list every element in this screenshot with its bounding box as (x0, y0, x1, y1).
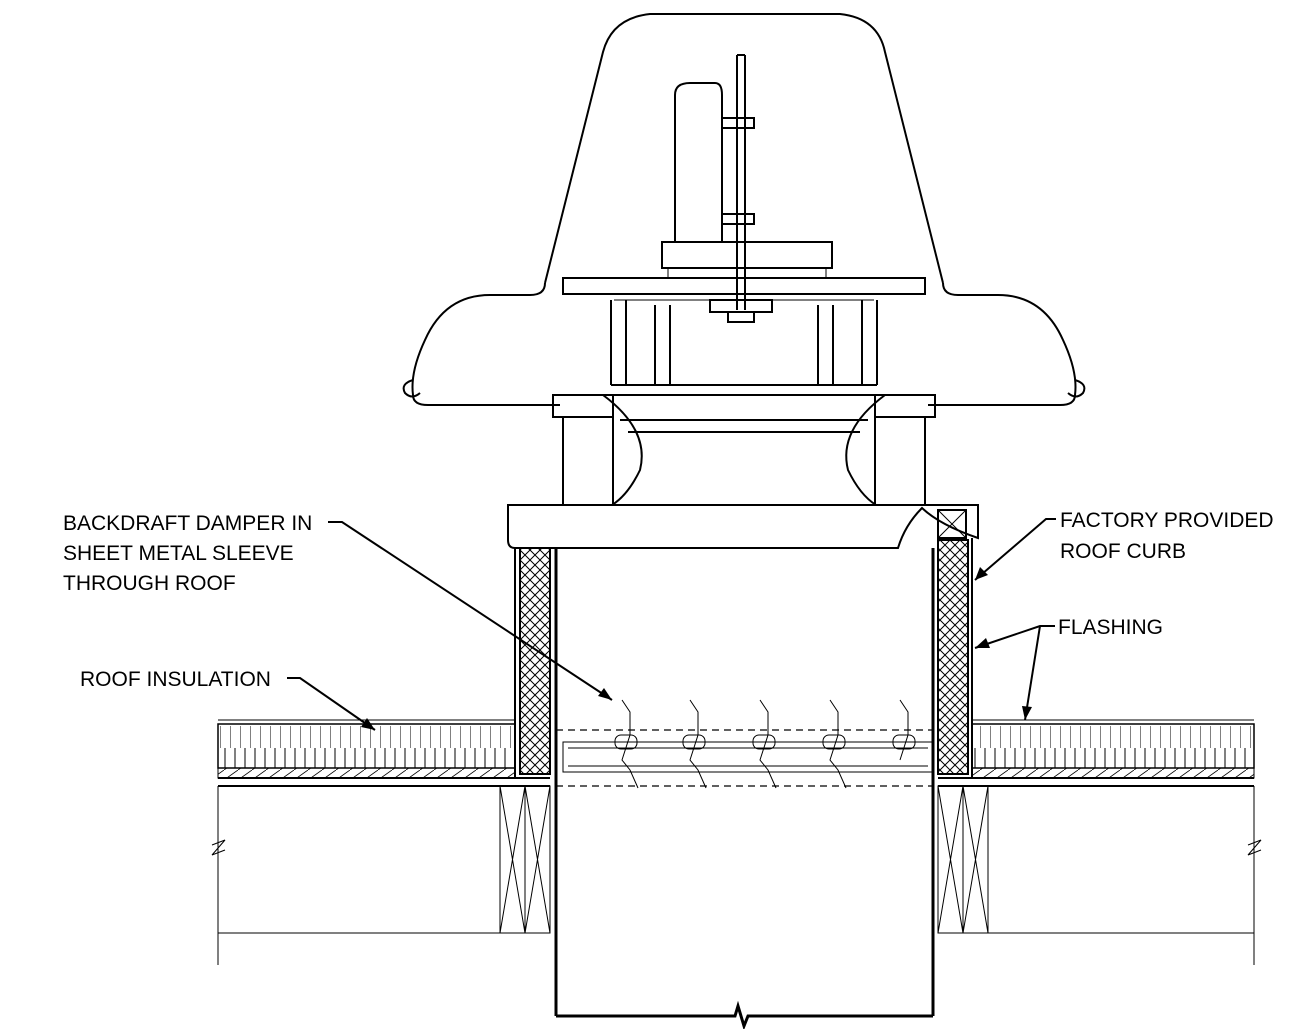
fan-base-plate (507, 504, 979, 549)
damper-blade (682, 699, 707, 789)
label-roof-insulation: ROOF INSULATION (80, 668, 271, 691)
leader-lines (287, 518, 1056, 731)
label-flashing: FLASHING (1058, 616, 1163, 639)
damper-blade (892, 699, 916, 761)
fan-motor (661, 54, 833, 323)
damper-blade (822, 699, 847, 789)
roof-left (211, 719, 551, 965)
label-backdraft-damper-line1: BACKDRAFT DAMPER IN (63, 512, 312, 535)
label-backdraft-damper-line3: THROUGH ROOF (63, 572, 236, 595)
damper-blade (614, 699, 639, 789)
roof-curb-left (514, 547, 551, 778)
sheet-metal-sleeve (554, 548, 935, 1029)
label-roof-curb-line1: FACTORY PROVIDED (1060, 509, 1274, 532)
backdraft-damper (556, 699, 934, 789)
roof-right (937, 719, 1262, 965)
roof-curb-right (937, 538, 973, 778)
label-backdraft-damper-line2: SHEET METAL SLEEVE (63, 542, 294, 565)
fan-wheel (552, 300, 936, 506)
label-roof-curb-line2: ROOF CURB (1060, 540, 1186, 563)
damper-blade (752, 699, 777, 789)
